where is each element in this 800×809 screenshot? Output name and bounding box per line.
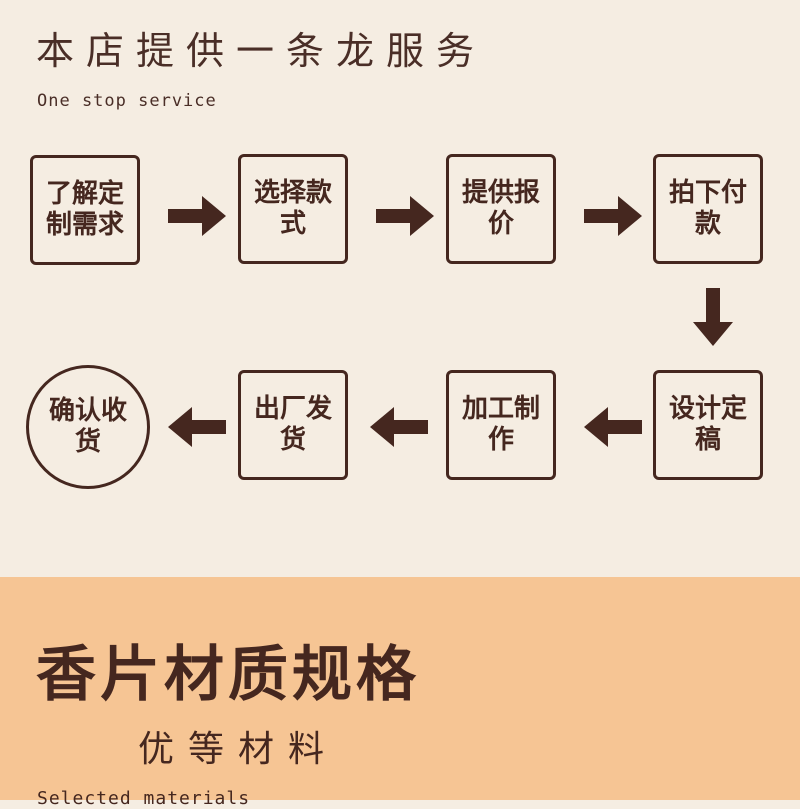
step-label: 选择款式 [253, 178, 332, 239]
step-6: 加工制作 [446, 370, 556, 480]
arrow-left-icon [584, 407, 642, 447]
step-3: 提供报价 [446, 154, 556, 264]
arrow-right-icon [584, 196, 642, 236]
step-8: 确认收货 [26, 365, 150, 489]
arrow-left-icon [168, 407, 226, 447]
arrow-left-icon [370, 407, 428, 447]
step-7: 出厂发货 [238, 370, 348, 480]
arrow-right-icon [376, 196, 434, 236]
arrow-down-icon [693, 288, 733, 346]
step-label: 提供报价 [461, 178, 540, 239]
page-subtitle: One stop service [37, 91, 217, 111]
section-subtitle-en: Selected materials [37, 788, 251, 809]
step-2: 选择款式 [238, 154, 348, 264]
step-label: 了解定制需求 [45, 179, 124, 240]
step-label: 确认收货 [48, 396, 127, 457]
page-title: 本店提供一条龙服务 [36, 29, 487, 73]
step-label: 加工制作 [461, 394, 540, 455]
step-1: 了解定制需求 [30, 155, 140, 265]
step-label: 设计定稿 [668, 394, 747, 455]
step-label: 拍下付款 [668, 178, 747, 239]
step-label: 出厂发货 [253, 394, 332, 455]
section-subtitle: 优等材料 [138, 729, 339, 770]
arrow-right-icon [168, 196, 226, 236]
section-title: 香片材质规格 [36, 640, 420, 710]
materials-section [0, 577, 800, 800]
step-5: 设计定稿 [653, 370, 763, 480]
step-4: 拍下付款 [653, 154, 763, 264]
